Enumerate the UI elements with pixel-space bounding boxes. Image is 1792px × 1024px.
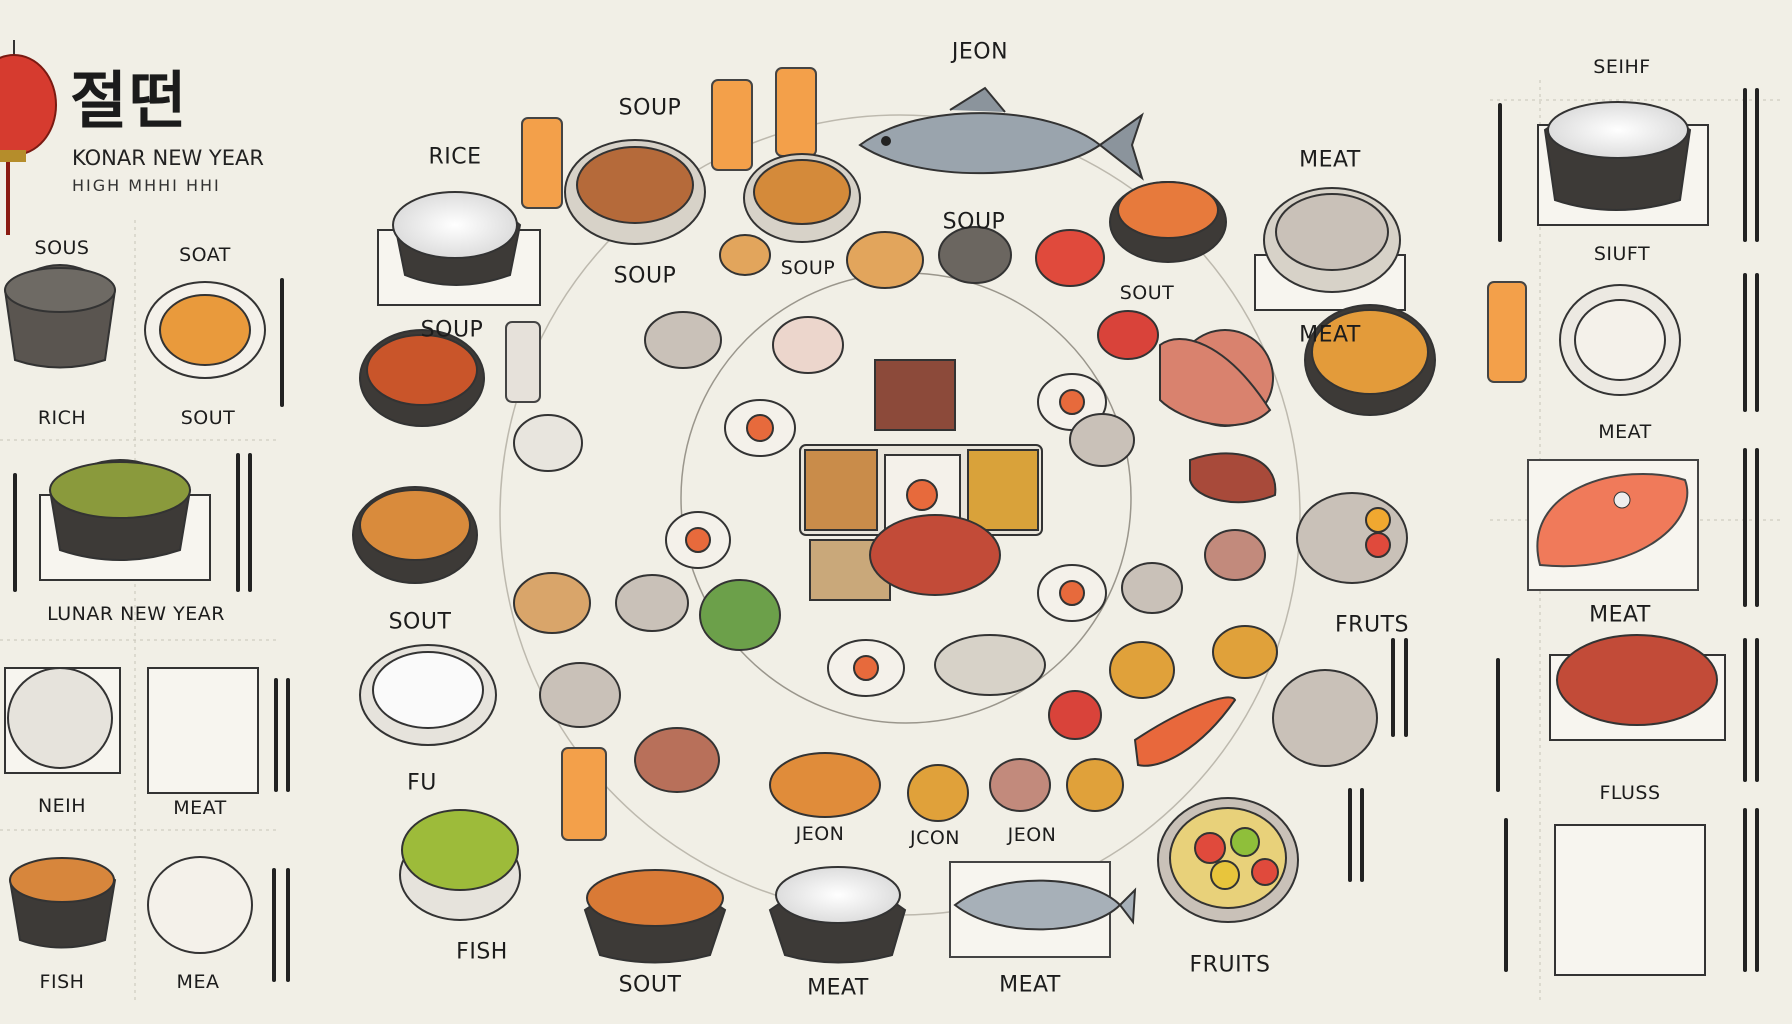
grid-lines [0,80,1780,1000]
fish-icon [858,86,1144,181]
label-sout-bottom: SOUT [618,972,682,998]
left-label-soat: SOAT [179,244,231,266]
label-fruts: FRUTS [1335,612,1409,638]
left-label-rich: RICH [37,407,87,429]
subtitle-small: HIGH MHHI HHI [72,176,221,195]
label-jeon-b1: JEON [795,823,845,845]
label-soup-left: SOUP [420,317,484,343]
label-meat-bottom1: MEAT [807,975,869,1001]
left-label-sout: SOUT [180,407,236,429]
fish-plate-icon [949,861,1137,958]
label-sout-left: SOUT [388,609,452,635]
label-sout-right: SOUT [1119,282,1175,304]
lantern-icon [0,40,57,235]
right-label-seihf: SEIHF [1593,56,1651,78]
label-soup-fish: SOUP [942,209,1006,235]
title-hangul: 절떤 [70,64,189,137]
label-fruits-bottom: FRUITS [1189,952,1271,978]
label-soup-inner: SOUP [780,257,836,279]
left-label-meat: MEAT [173,797,227,819]
salmon-steak-icon [1527,459,1699,591]
left-label-mea: MEA [176,971,220,993]
right-label-meat2: MEAT [1589,602,1651,628]
chopsticks-icon [13,88,1759,982]
main-table-dishes [352,139,1436,964]
right-label-fluss: FLUSS [1599,782,1661,804]
label-soup-left2: SOUP [613,263,677,289]
left-label-lunar: LUNAR NEW YEAR [47,603,225,625]
right-label-meat1: MEAT [1598,421,1652,443]
label-rice: RICE [428,144,482,170]
label-jeon-b2: JCON [909,827,961,849]
left-label-sous: SOUS [34,237,90,259]
right-panel-dishes [1537,101,1726,976]
label-meat-top: MEAT [1299,147,1361,173]
label-jeon-top: JEON [951,39,1009,65]
label-meat-right: MEAT [1299,322,1361,348]
label-jeon-b3: JEON [1007,824,1057,846]
left-panel-dishes [3,264,266,954]
drink-cups [505,67,1527,841]
subtitle: KONAR NEW YEAR [72,146,264,170]
left-label-neih: NEIH [37,795,87,817]
label-fish-bottom: FISH [456,939,508,965]
label-fu: FU [407,770,437,796]
label-soup-top: SOUP [618,95,682,121]
right-label-siuft: SIUFT [1593,243,1651,265]
label-meat-bottom2: MEAT [999,972,1061,998]
left-label-fish: FISH [39,971,85,993]
